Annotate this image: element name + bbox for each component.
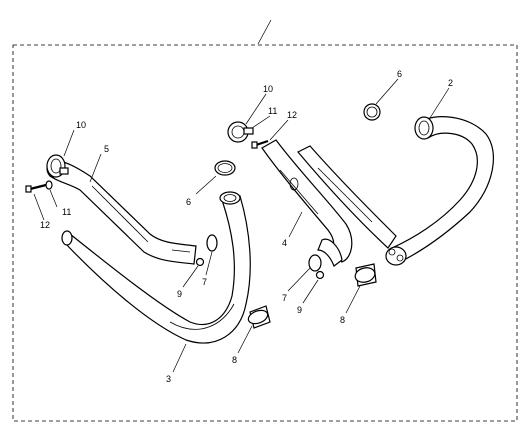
flange-right bbox=[414, 116, 434, 140]
header-pipe-right bbox=[297, 116, 494, 266]
olive-middle bbox=[308, 254, 322, 272]
callout-2: 2 bbox=[448, 78, 453, 88]
sleeve-left bbox=[247, 305, 271, 329]
clamp-middle bbox=[227, 121, 254, 143]
downpipe-left-long bbox=[61, 191, 251, 344]
leader-lines bbox=[33, 78, 450, 373]
callout-8-middle: 8 bbox=[340, 315, 345, 325]
diagram-frame bbox=[12, 44, 518, 422]
washer-left bbox=[45, 180, 53, 190]
gasket-ring-right bbox=[363, 103, 381, 121]
callout-7-left: 7 bbox=[202, 277, 207, 287]
callout-11-middle: 11 bbox=[268, 106, 277, 116]
callout-9-middle: 9 bbox=[297, 305, 302, 315]
flange-left bbox=[219, 191, 241, 205]
callout-5: 5 bbox=[104, 144, 109, 154]
olive-left bbox=[206, 234, 218, 252]
callout-4: 4 bbox=[282, 238, 287, 248]
nut-left bbox=[195, 257, 205, 267]
frame-leader bbox=[257, 19, 272, 45]
callout-9-left: 9 bbox=[177, 289, 182, 299]
header-pipe-middle bbox=[261, 139, 353, 267]
callout-6-right: 6 bbox=[397, 69, 402, 79]
callout-8-left: 8 bbox=[232, 355, 237, 365]
sleeve-middle bbox=[354, 263, 377, 287]
bolt-middle bbox=[251, 139, 269, 149]
callout-3: 3 bbox=[166, 374, 171, 384]
nut-middle bbox=[315, 270, 325, 280]
callout-10-middle: 10 bbox=[263, 84, 273, 94]
collector-right bbox=[385, 246, 407, 266]
callout-12-middle: 12 bbox=[287, 110, 297, 120]
bolt-left bbox=[25, 183, 47, 193]
clamp-left bbox=[46, 154, 69, 178]
callout-10-left: 10 bbox=[76, 120, 86, 130]
callout-12-left: 12 bbox=[40, 220, 50, 230]
callout-7-middle: 7 bbox=[282, 293, 287, 303]
pipe-end-open bbox=[61, 230, 73, 246]
heatshield-slot bbox=[289, 177, 299, 191]
callout-11-left: 11 bbox=[62, 207, 71, 217]
callout-6-left: 6 bbox=[186, 197, 191, 207]
